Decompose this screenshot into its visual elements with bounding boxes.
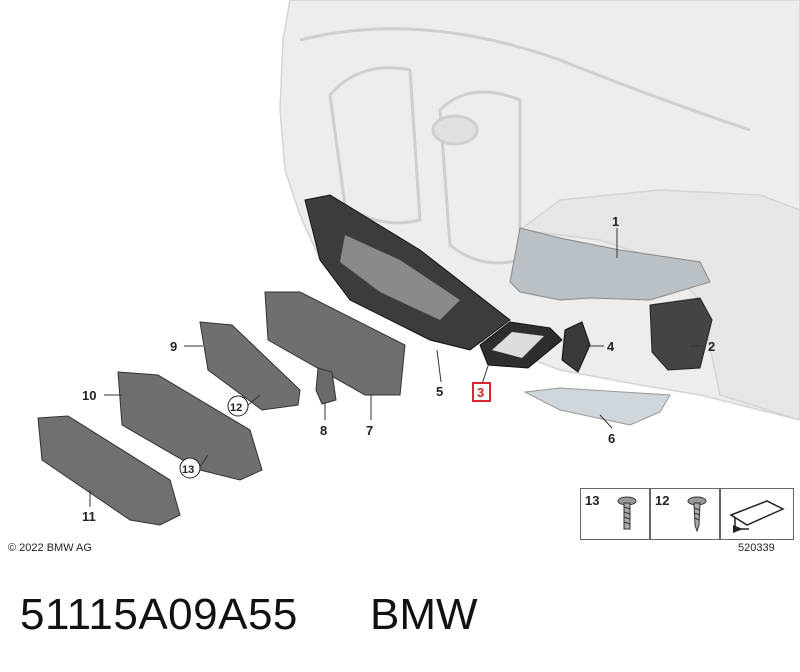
part-11-bracket — [37, 415, 181, 526]
part-9-bracket — [199, 321, 301, 411]
parts-diagram: 1 2 3 4 5 6 7 8 9 10 11 12 13 — [37, 0, 800, 526]
highlight-box — [472, 382, 491, 402]
callout-12: 12 — [230, 402, 242, 414]
direction-arrow-icon — [729, 500, 785, 533]
callout-1: 1 — [612, 214, 619, 229]
fastener-13-box: 13 — [580, 488, 650, 540]
screw-icon — [617, 496, 637, 530]
tapping-screw-icon — [687, 496, 707, 533]
callout-6: 6 — [608, 431, 615, 446]
fastener-13-label: 13 — [585, 493, 600, 508]
part-1-trim — [509, 227, 711, 301]
fastener-12-label: 12 — [655, 493, 670, 508]
fastener-12-box: 12 — [650, 488, 720, 540]
callout-12-circle — [227, 395, 249, 417]
direction-box — [720, 488, 794, 540]
callout-8: 8 — [320, 423, 327, 438]
figure-id: 520339 — [738, 542, 775, 554]
brand-name: BMW — [370, 590, 478, 639]
copyright-text: © 2022 BMW AG — [8, 542, 92, 554]
callout-13-circle — [179, 457, 201, 479]
part-7-bracket — [264, 291, 406, 396]
callout-9: 9 — [170, 339, 177, 354]
callout-4: 4 — [607, 339, 615, 354]
callout-7: 7 — [366, 423, 373, 438]
part-number: 51115A09A55 — [20, 590, 298, 639]
callout-2: 2 — [708, 339, 715, 354]
callout-10: 10 — [82, 388, 96, 403]
callout-3: 3 — [477, 385, 484, 400]
callout-11: 11 — [82, 509, 96, 524]
callout-13: 13 — [182, 464, 194, 476]
part-8-clip — [315, 367, 337, 405]
callout-5: 5 — [436, 384, 443, 399]
part-4-bracket — [561, 321, 591, 373]
part-2-bracket — [649, 297, 713, 371]
part-6-trim-strip — [523, 387, 671, 426]
part-10-bracket — [117, 371, 263, 481]
